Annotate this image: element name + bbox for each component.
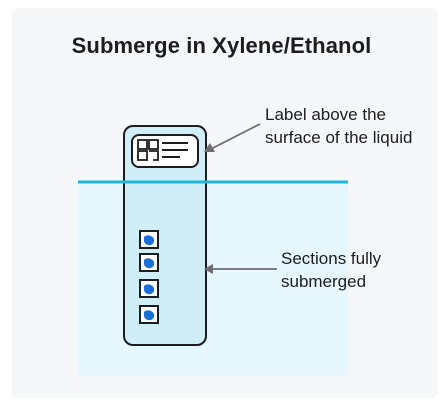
diagram-title: Submerge in Xylene/Ethanol bbox=[71, 33, 372, 58]
label-annotation: Label above the surface of the liquid bbox=[265, 105, 413, 147]
sections-pointer-arrow bbox=[204, 264, 277, 274]
tissue-section bbox=[139, 279, 159, 298]
label-pointer-arrow bbox=[204, 123, 261, 152]
tissue-section bbox=[139, 253, 159, 272]
sections-annotation: Sections fully submerged bbox=[281, 249, 382, 291]
tissue-section bbox=[139, 305, 159, 324]
tissue-section bbox=[139, 230, 159, 249]
slide-label-icon bbox=[131, 134, 199, 168]
